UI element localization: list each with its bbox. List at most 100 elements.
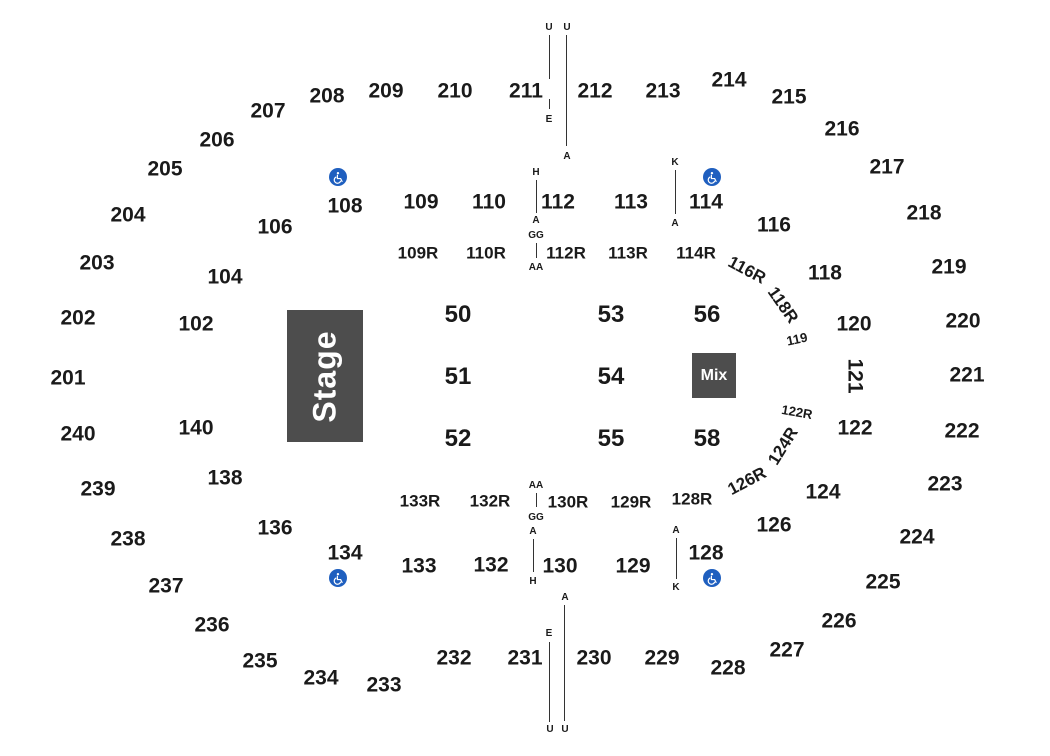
section-236[interactable]: 236 xyxy=(194,613,230,637)
section-129[interactable]: 129 xyxy=(615,554,651,578)
section-233[interactable]: 233 xyxy=(366,673,402,697)
section-124r[interactable]: 124R xyxy=(764,423,802,469)
section-121[interactable]: 121 xyxy=(843,358,867,394)
section-110r[interactable]: 110R xyxy=(466,243,506,263)
section-55[interactable]: 55 xyxy=(597,425,625,452)
section-114[interactable]: 114 xyxy=(689,190,723,214)
section-113r[interactable]: 113R xyxy=(608,243,648,263)
section-108[interactable]: 108 xyxy=(327,194,363,218)
section-134[interactable]: 134 xyxy=(327,541,363,565)
section-51[interactable]: 51 xyxy=(444,363,472,390)
section-124[interactable]: 124 xyxy=(805,480,841,504)
section-132r[interactable]: 132R xyxy=(469,491,511,511)
section-207[interactable]: 207 xyxy=(250,99,286,123)
section-140[interactable]: 140 xyxy=(178,416,214,440)
section-213[interactable]: 213 xyxy=(645,79,681,103)
row-label: U xyxy=(545,22,553,33)
section-113[interactable]: 113 xyxy=(614,190,648,214)
section-212[interactable]: 212 xyxy=(577,79,613,103)
section-52[interactable]: 52 xyxy=(444,425,472,452)
section-228[interactable]: 228 xyxy=(710,656,746,680)
section-116[interactable]: 116 xyxy=(757,213,791,237)
section-232[interactable]: 232 xyxy=(436,646,472,670)
section-224[interactable]: 224 xyxy=(899,525,935,549)
aisle-line xyxy=(549,99,550,109)
section-227[interactable]: 227 xyxy=(769,638,805,662)
section-214[interactable]: 214 xyxy=(711,68,747,92)
section-106[interactable]: 106 xyxy=(257,215,293,239)
section-202[interactable]: 202 xyxy=(60,306,96,330)
row-label: E xyxy=(545,628,553,639)
section-219[interactable]: 219 xyxy=(931,255,967,279)
section-130r[interactable]: 130R xyxy=(547,492,589,512)
section-104[interactable]: 104 xyxy=(207,265,243,289)
section-206[interactable]: 206 xyxy=(199,128,235,152)
row-label: E xyxy=(545,114,553,125)
section-102[interactable]: 102 xyxy=(178,312,214,336)
section-215[interactable]: 215 xyxy=(771,85,807,109)
section-109r[interactable]: 109R xyxy=(397,243,439,263)
row-label: K xyxy=(672,582,680,593)
section-50[interactable]: 50 xyxy=(444,301,472,328)
section-116r[interactable]: 116R xyxy=(725,252,769,288)
section-129r[interactable]: 129R xyxy=(610,492,652,512)
section-237[interactable]: 237 xyxy=(148,574,184,598)
section-118r[interactable]: 118R xyxy=(763,283,803,327)
section-110[interactable]: 110 xyxy=(472,190,506,214)
section-221[interactable]: 221 xyxy=(949,363,985,387)
section-229[interactable]: 229 xyxy=(644,646,680,670)
section-112r[interactable]: 112R xyxy=(546,243,586,263)
section-126[interactable]: 126 xyxy=(756,513,792,537)
section-126r[interactable]: 126R xyxy=(724,463,770,499)
section-235[interactable]: 235 xyxy=(242,649,278,673)
section-223[interactable]: 223 xyxy=(927,472,963,496)
wheelchair-accessible-icon xyxy=(329,168,347,186)
row-label: K xyxy=(671,157,679,168)
section-226[interactable]: 226 xyxy=(821,609,857,633)
section-109[interactable]: 109 xyxy=(403,190,439,214)
section-128[interactable]: 128 xyxy=(688,541,724,565)
section-120[interactable]: 120 xyxy=(836,312,872,336)
section-222[interactable]: 222 xyxy=(944,419,980,443)
section-216[interactable]: 216 xyxy=(824,117,860,141)
aisle-line xyxy=(564,605,565,721)
section-54[interactable]: 54 xyxy=(597,363,625,390)
section-230[interactable]: 230 xyxy=(576,646,612,670)
section-231[interactable]: 231 xyxy=(507,646,543,670)
section-225[interactable]: 225 xyxy=(865,570,901,594)
section-128r[interactable]: 128R xyxy=(671,489,713,509)
section-119[interactable]: 119 xyxy=(785,329,809,349)
section-114r[interactable]: 114R xyxy=(676,243,716,263)
section-217[interactable]: 217 xyxy=(869,155,905,179)
section-209[interactable]: 209 xyxy=(368,79,404,103)
section-208[interactable]: 208 xyxy=(309,84,345,108)
section-205[interactable]: 205 xyxy=(147,157,183,181)
section-210[interactable]: 210 xyxy=(437,79,473,103)
section-118[interactable]: 118 xyxy=(808,261,842,285)
section-122[interactable]: 122 xyxy=(837,416,873,440)
section-218[interactable]: 218 xyxy=(906,201,942,225)
section-234[interactable]: 234 xyxy=(303,666,339,690)
section-204[interactable]: 204 xyxy=(110,203,146,227)
mix-position: Mix xyxy=(692,353,736,398)
section-112[interactable]: 112 xyxy=(541,190,575,214)
section-238[interactable]: 238 xyxy=(110,527,146,551)
section-133r[interactable]: 133R xyxy=(399,491,441,511)
section-122r[interactable]: 122R xyxy=(780,401,814,423)
section-211[interactable]: 211 xyxy=(509,79,543,103)
section-132[interactable]: 132 xyxy=(473,553,509,577)
section-220[interactable]: 220 xyxy=(945,309,981,333)
section-136[interactable]: 136 xyxy=(257,516,293,540)
section-58[interactable]: 58 xyxy=(693,425,721,452)
section-240[interactable]: 240 xyxy=(60,422,96,446)
section-130[interactable]: 130 xyxy=(542,554,578,578)
section-239[interactable]: 239 xyxy=(80,477,116,501)
section-53[interactable]: 53 xyxy=(597,301,625,328)
section-203[interactable]: 203 xyxy=(79,251,115,275)
section-133[interactable]: 133 xyxy=(401,554,437,578)
section-201[interactable]: 201 xyxy=(50,366,86,390)
section-56[interactable]: 56 xyxy=(693,301,721,328)
row-label: AA xyxy=(528,262,544,273)
section-138[interactable]: 138 xyxy=(207,466,243,490)
